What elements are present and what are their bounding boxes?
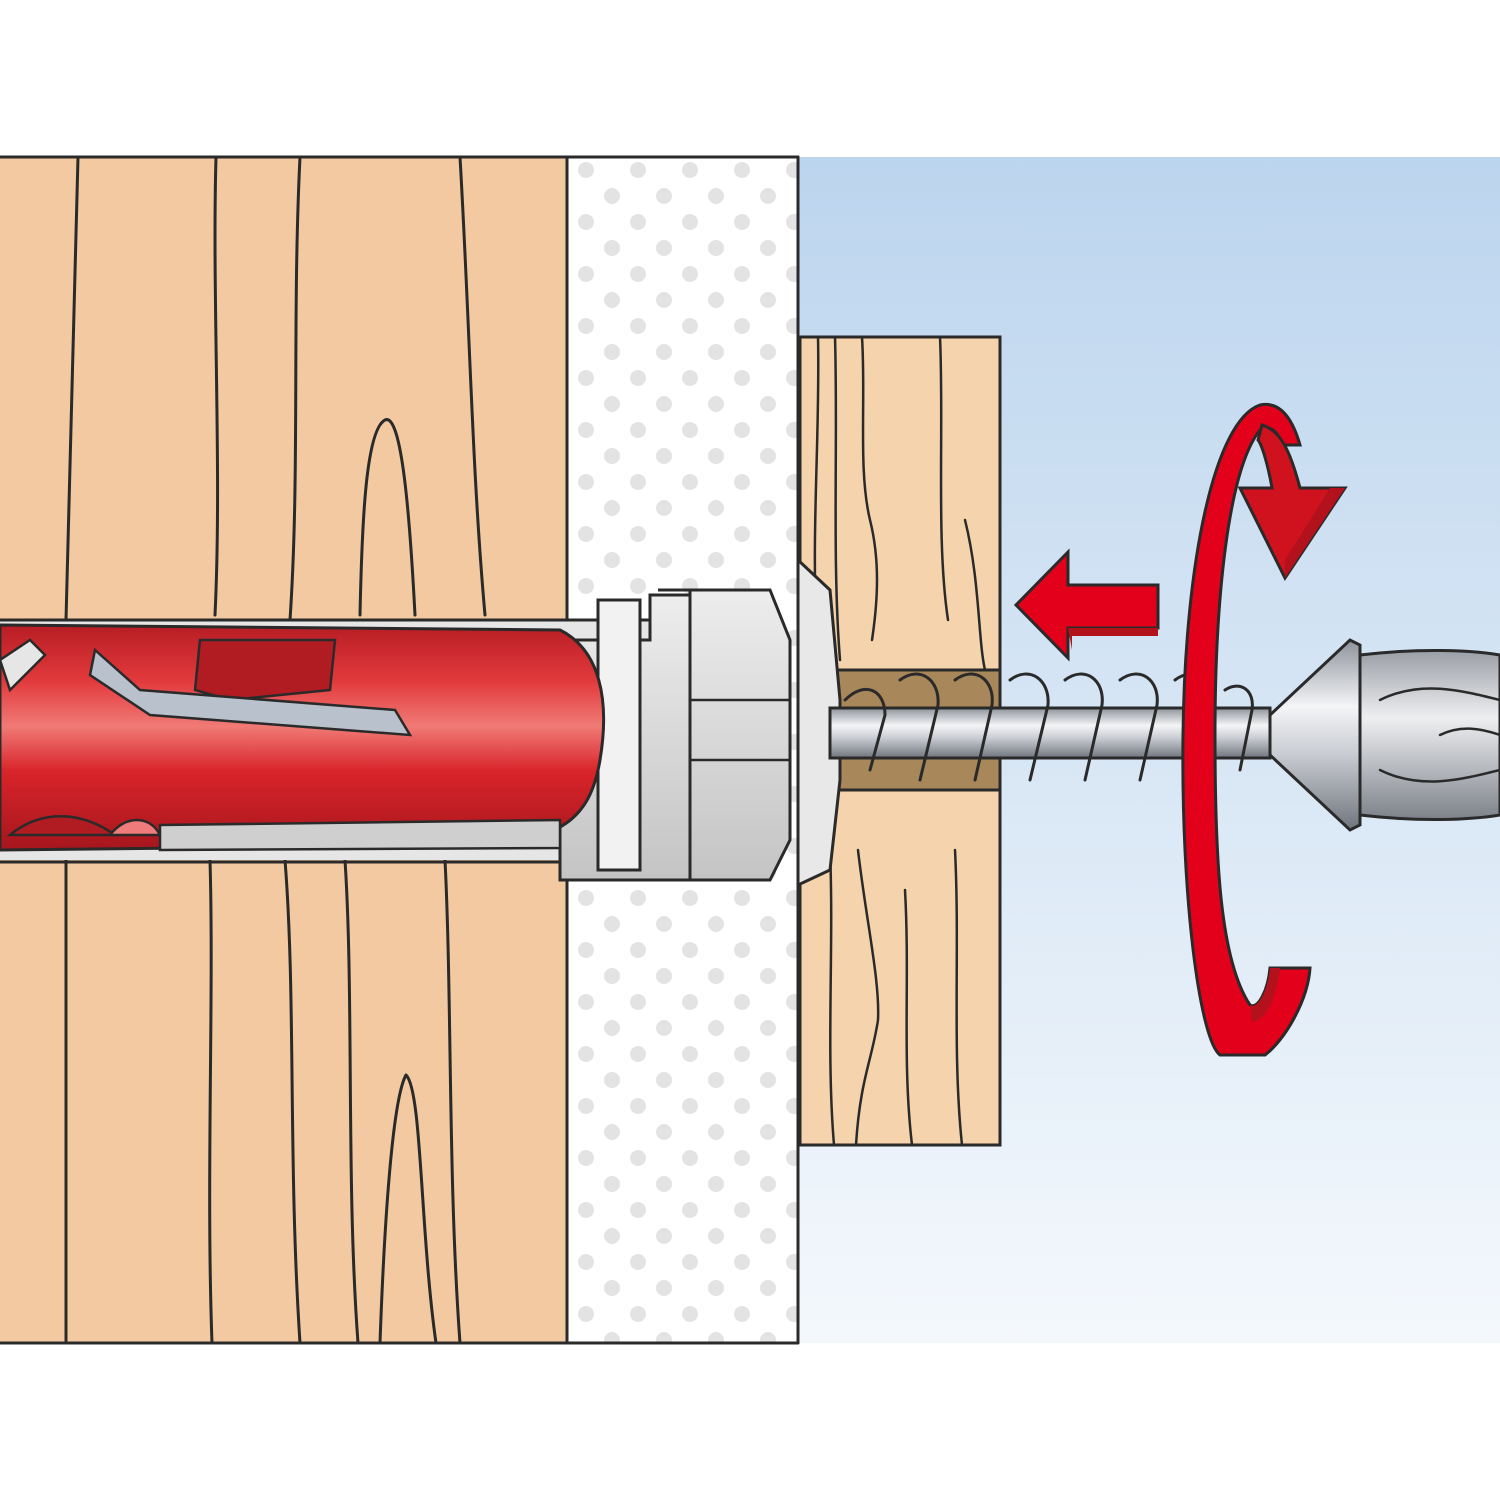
red-wall-plug xyxy=(0,623,606,852)
arrow-left-icon xyxy=(1013,548,1160,662)
rotate-clockwise-icon xyxy=(1181,402,1348,1057)
screwdriver-bit xyxy=(1358,649,1500,821)
